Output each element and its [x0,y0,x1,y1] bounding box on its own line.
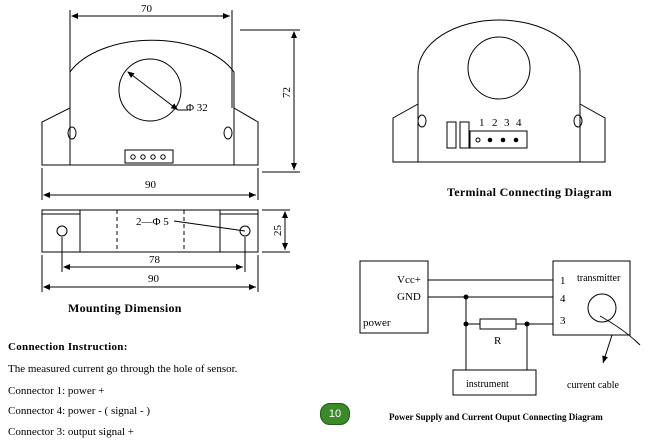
dim-top-width-label: 70 [141,3,153,15]
terminal-diagram-title: Terminal Connecting Diagram [447,185,612,199]
pin1-label: 1 [560,275,566,287]
hole-diameter-label: Φ 32 [186,102,208,114]
gnd-label: GND [397,291,421,303]
instruction-line-1: The measured current go through the hole… [8,363,238,375]
mount-hole-label: 2—Φ 5 [136,216,169,228]
terminal-view [392,19,606,163]
dim-base-width [41,168,259,200]
dim-hole-spacing [61,237,246,272]
instrument-label: instrument [466,379,509,390]
dim-height-label: 72 [281,87,293,98]
dim-side-height [262,209,290,253]
wiring-diagram [359,260,641,396]
terminal-pin-1: 1 [479,117,485,129]
transmitter-label: transmitter [577,273,621,284]
instruction-line-4: Connector 3: output signal + [8,426,134,438]
mounting-dimension-title: Mounting Dimension [68,301,182,315]
dim-bottom-width-label: 90 [148,273,160,285]
page-number-badge: 10 [320,403,350,425]
instruction-title: Connection Instruction: [8,341,128,353]
sensor-front-view [41,39,259,166]
dim-side-height-label: 25 [272,225,284,237]
pin3-label: 3 [560,315,566,327]
terminal-pin-2: 2 [492,117,498,129]
instruction-line-3: Connector 4: power - ( signal - ) [8,405,151,417]
resistor-label: R [494,335,502,347]
terminal-pin-3: 3 [504,117,510,129]
wiring-diagram-title: Power Supply and Current Ouput Connectin… [389,412,603,422]
terminal-pins [475,137,519,143]
instruction-line-2: Connector 1: power + [8,385,105,397]
dim-base-width-label: 90 [145,179,157,191]
dim-hole-spacing-label: 78 [149,254,161,266]
power-label: power [363,317,391,329]
dim-top-width [69,10,233,108]
vcc-label: Vcc+ [397,274,421,286]
pin4-label: 4 [560,293,566,305]
sensor-bottom-view [41,209,259,253]
dim-bottom-width [41,255,259,292]
dim-height [240,29,300,173]
wiring-junctions [463,294,530,327]
terminal-pin-4: 4 [516,117,522,129]
current-cable-label: current cable [567,380,619,391]
